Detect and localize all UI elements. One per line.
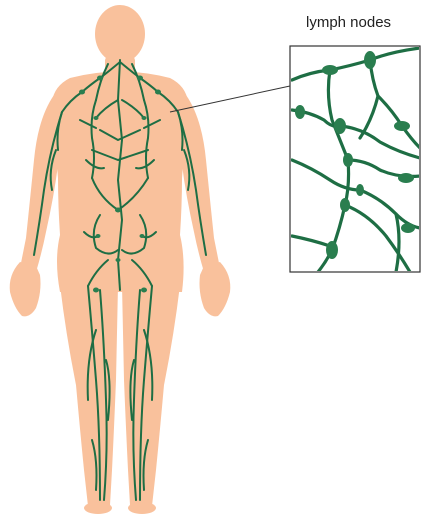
right-arm [176, 95, 220, 272]
lymph-nodes-inset [290, 46, 420, 272]
head [95, 5, 145, 63]
left-arm [20, 95, 64, 272]
left-foot [84, 502, 112, 514]
left-hand [10, 262, 41, 316]
lymph-nodes-label: lymph nodes [306, 14, 391, 31]
right-hand [200, 262, 231, 316]
right-foot [128, 502, 156, 514]
